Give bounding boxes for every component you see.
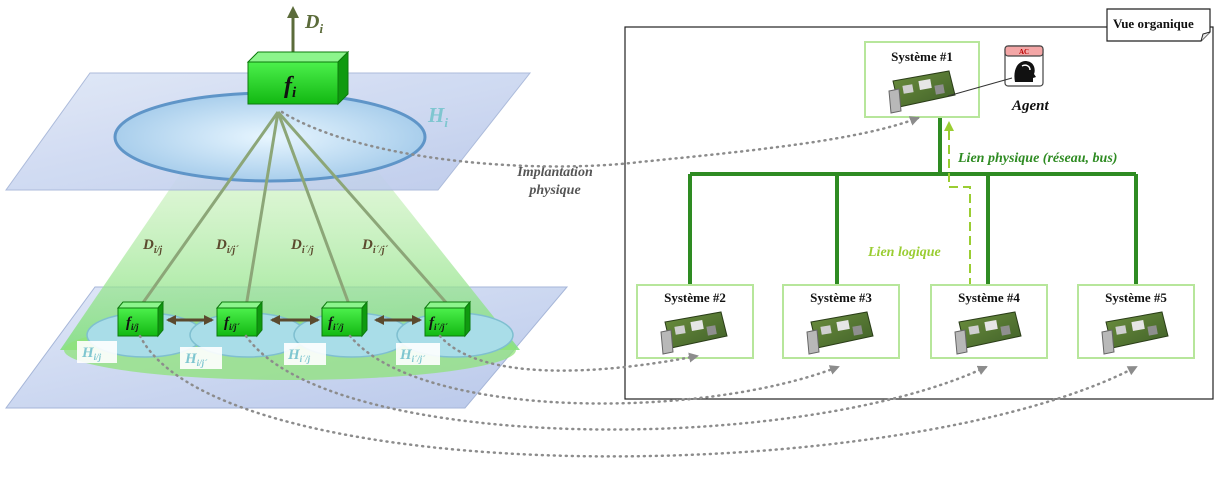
- implantation-arrow-1: [138, 334, 1138, 458]
- link-label-1: Di/j: [142, 237, 162, 256]
- physical-bus: [688, 118, 1138, 287]
- system-4: Système #4: [930, 284, 1048, 359]
- function-box-fipjp: fi´/j´: [423, 300, 472, 338]
- svg-text:fi´/j: fi´/j: [328, 315, 344, 332]
- physical-link-label: Lien physique (réseau, bus): [957, 151, 1117, 166]
- svg-text:fi´/j´: fi´/j´: [429, 315, 448, 332]
- svg-text:Hi/j´: Hi/j´: [184, 351, 208, 368]
- system-1-label: Système #1: [891, 49, 953, 64]
- organic-view-title-tab: Vue organique: [1106, 8, 1211, 42]
- svg-text:fi/j´: fi/j´: [224, 315, 241, 332]
- circuit-board-icon: [888, 70, 956, 114]
- link-label-4: Di´/j´: [361, 237, 389, 256]
- implantation-arrow-2: [244, 334, 988, 431]
- logical-link-label: Lien logique: [867, 245, 941, 260]
- function-box-fijp: fi/j´: [215, 300, 264, 338]
- system-5-label: Système #5: [1105, 290, 1167, 305]
- system-3: Système #3: [782, 284, 900, 359]
- system-1: Système #1: [864, 41, 980, 118]
- circuit-board-icon: [1101, 311, 1169, 355]
- horizon-tag-Hijp: Hi/j´: [180, 347, 222, 369]
- svg-text:fi/j: fi/j: [126, 315, 139, 332]
- system-3-label: Système #3: [810, 290, 872, 305]
- horizon-tag-Hipj: Hi´/j: [284, 343, 326, 365]
- implantation-arrow-3: [348, 334, 840, 405]
- implantation-arrow-fi: [280, 110, 920, 168]
- circuit-board-icon: [660, 311, 728, 355]
- output-arrowhead: [287, 6, 299, 18]
- implantation-label-line2: physique: [528, 183, 580, 198]
- function-box-fipj: fi´/j: [320, 300, 369, 338]
- link-label-3: Di´/j: [290, 237, 314, 256]
- output-label-Di: Di: [304, 11, 323, 36]
- horizon-tag-Hipjp: Hi´/j´: [396, 343, 440, 365]
- svg-text:Hi´/j: Hi´/j: [287, 347, 311, 364]
- implantation-label-line1: Implantation: [516, 165, 593, 180]
- link-label-2: Di/j´: [215, 237, 239, 256]
- implantation-arrow-4: [438, 334, 699, 372]
- system-5: Système #5: [1077, 284, 1195, 359]
- circuit-board-icon: [806, 311, 874, 355]
- svg-text:Hi´/j´: Hi´/j´: [399, 347, 426, 364]
- system-2: Système #2: [636, 284, 754, 359]
- system-2-label: Système #2: [664, 290, 726, 305]
- agent-icon: AC: [1004, 45, 1044, 87]
- svg-text:Hi/j: Hi/j: [81, 345, 102, 362]
- agent-label: Agent: [1011, 98, 1050, 114]
- function-label-fi: fi: [284, 73, 297, 101]
- decomposition-lines: [138, 111, 452, 308]
- horizon-label-Hi: Hi: [427, 103, 448, 130]
- implantation-arrows: [138, 110, 1138, 458]
- organic-view-title: Vue organique: [1113, 16, 1194, 31]
- horizon-tag-Hij: Hi/j: [77, 341, 117, 363]
- logical-link-path: [944, 121, 971, 287]
- function-box-fij: fi/j: [116, 300, 165, 338]
- circuit-board-icon: [954, 311, 1022, 355]
- agent-badge: AC: [1019, 48, 1029, 56]
- function-box-fi: fi: [246, 50, 350, 106]
- agent-connector: [947, 77, 1013, 97]
- system-4-label: Système #4: [958, 290, 1020, 305]
